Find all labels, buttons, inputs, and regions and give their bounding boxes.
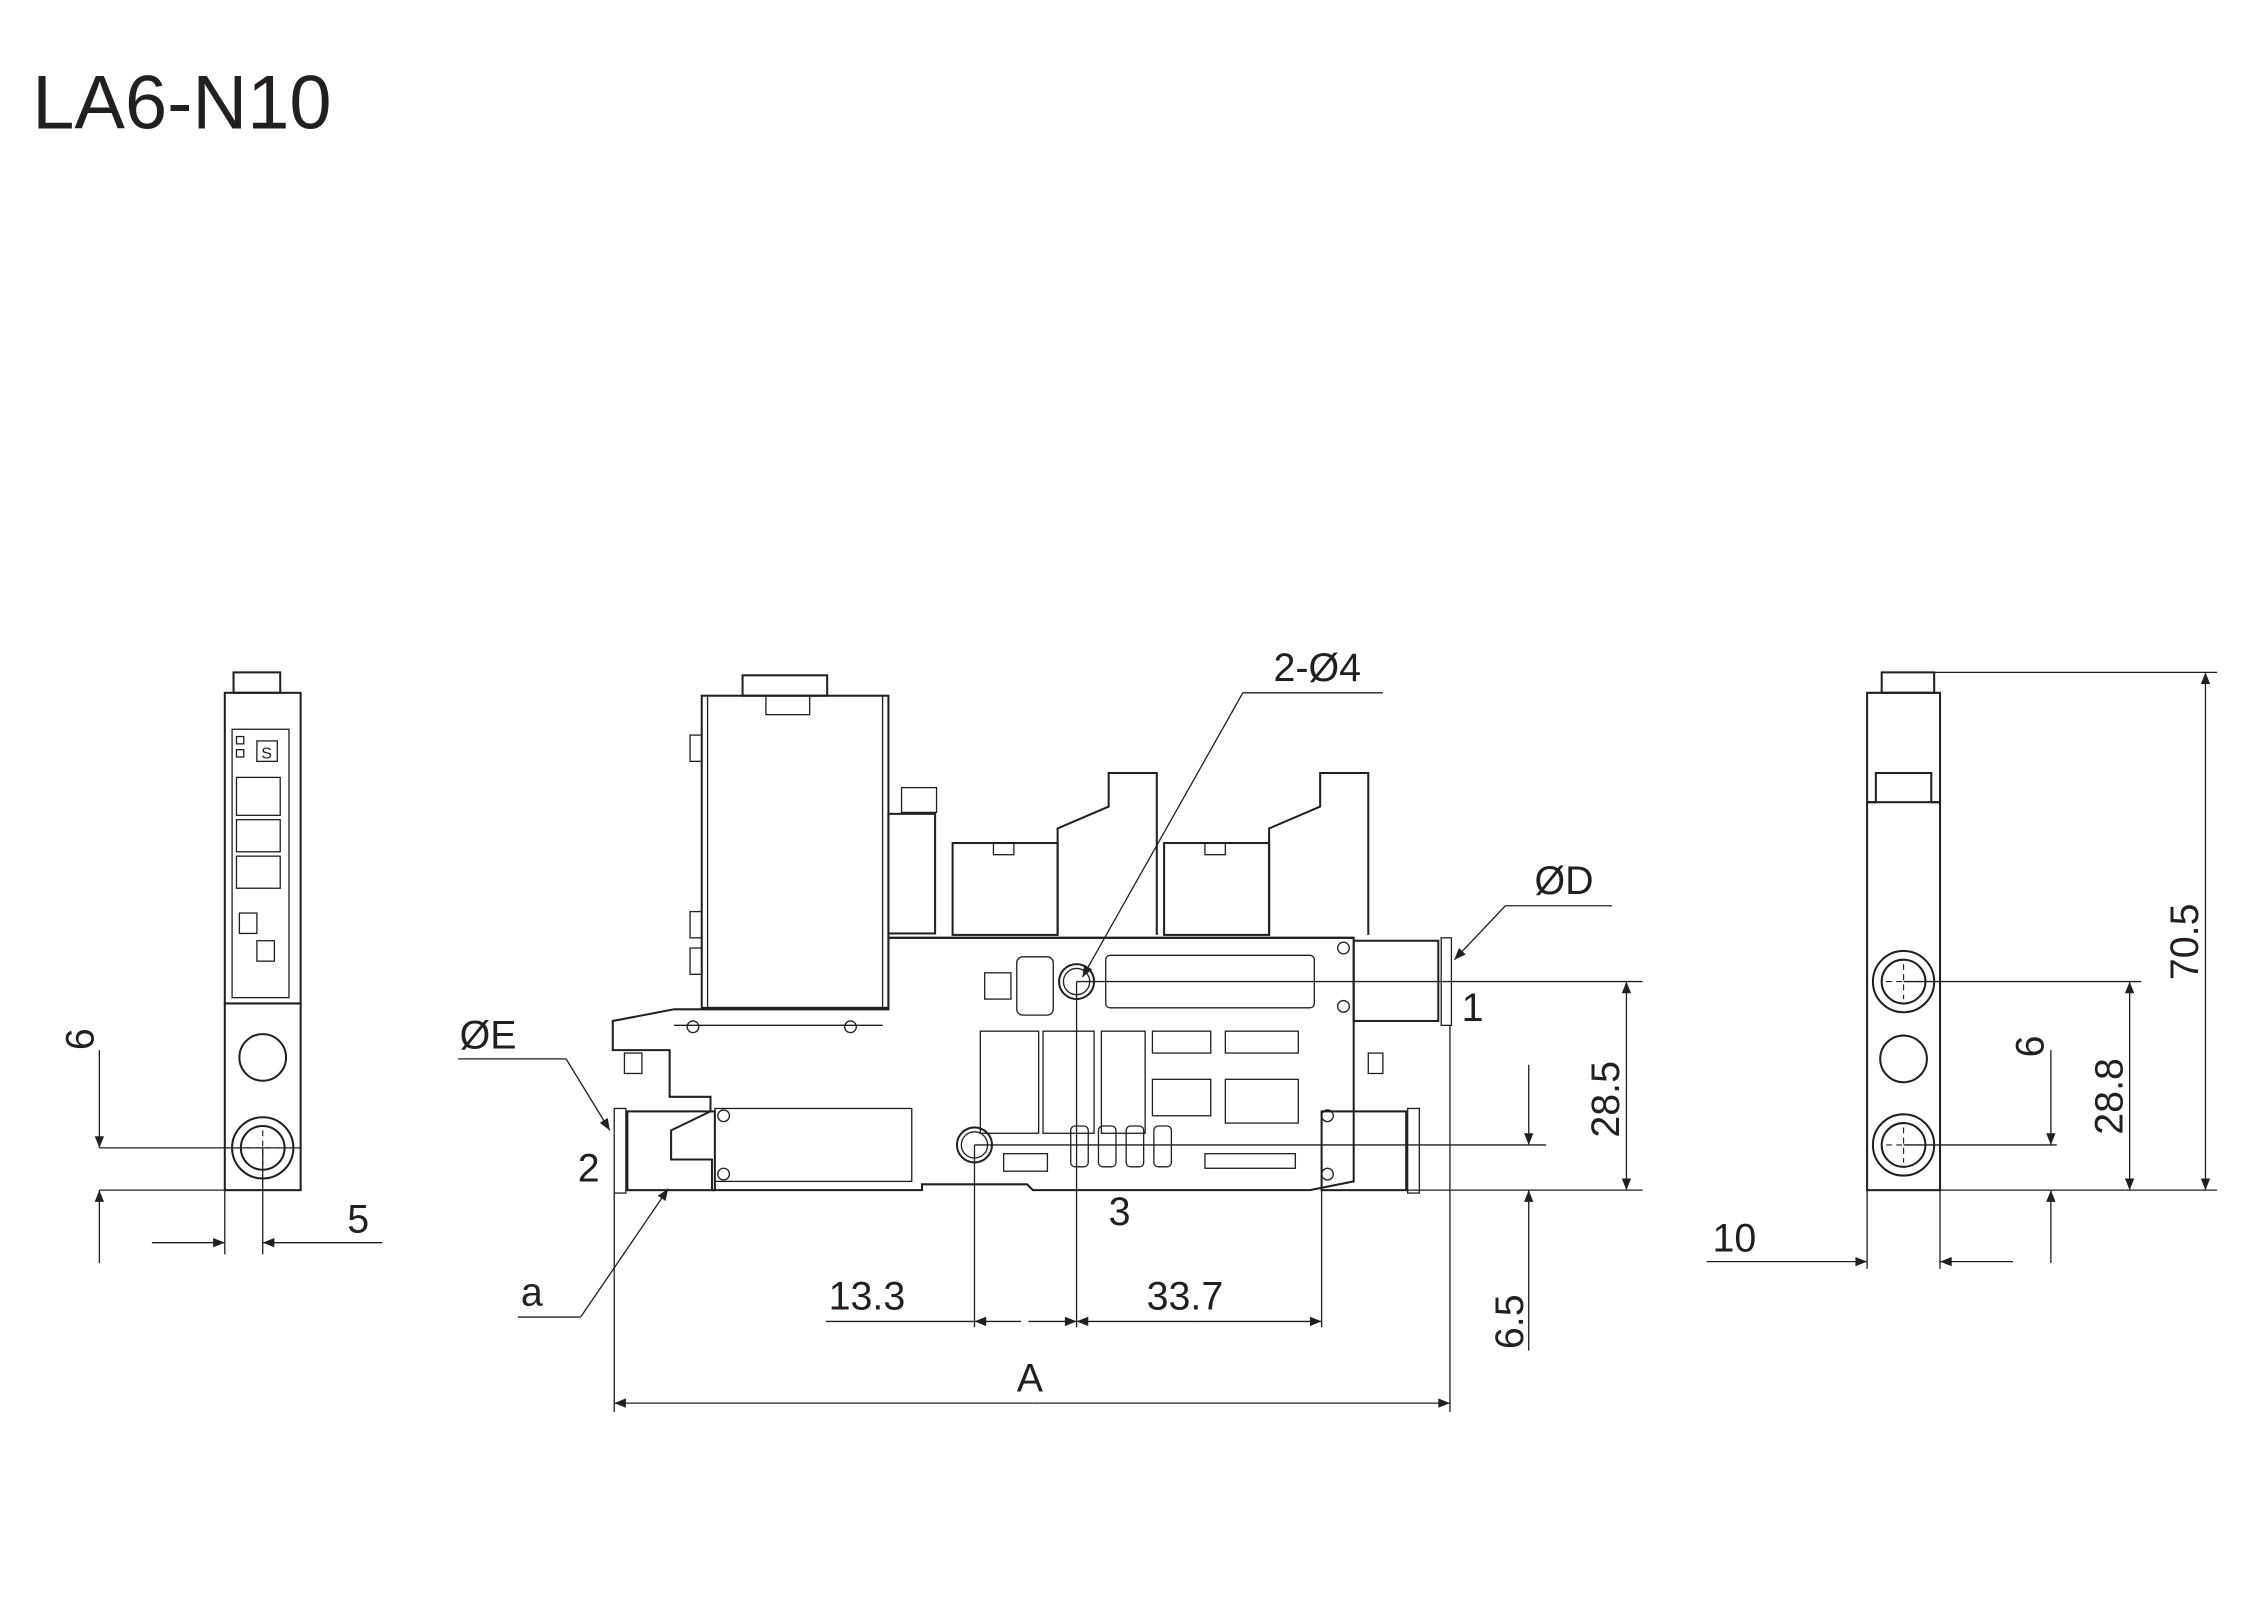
drawing-title: LA6-N10 (32, 60, 331, 145)
dim-13-3: 13.3 (829, 1275, 906, 1319)
dim-6-right: 6 (2009, 1036, 2053, 1058)
left-side-view: S 6 5 (59, 671, 383, 1264)
callout-d: ØD (1535, 859, 1594, 903)
port-2-label: 2 (578, 1146, 600, 1190)
port-1-label: 1 (1462, 986, 1484, 1030)
dim-28-8: 28.8 (2087, 1058, 2131, 1135)
dim-6-left: 6 (59, 1028, 103, 1050)
port-3-label: 3 (1109, 1190, 1131, 1234)
panel-s-label: S (261, 744, 272, 762)
front-view: 13.3 33.7 A 28.5 6.5 2-Ø4 ØD ØE a 1 2 3 (458, 646, 1643, 1412)
callout-a: a (521, 1270, 543, 1314)
dim-28-5: 28.5 (1584, 1061, 1628, 1138)
dim-5-left: 5 (347, 1197, 369, 1241)
dim-6-5: 6.5 (1488, 1294, 1532, 1349)
dim-33-7: 33.7 (1147, 1275, 1224, 1319)
dim-a: A (1017, 1356, 1044, 1400)
callout-e: ØE (460, 1014, 517, 1058)
dim-10-right: 10 (1712, 1216, 1756, 1260)
dim-70-5: 70.5 (2163, 903, 2207, 980)
callout-2-holes: 2-Ø4 (1273, 646, 1361, 690)
right-side-view: 70.5 28.8 6 10 (1706, 671, 2218, 1269)
